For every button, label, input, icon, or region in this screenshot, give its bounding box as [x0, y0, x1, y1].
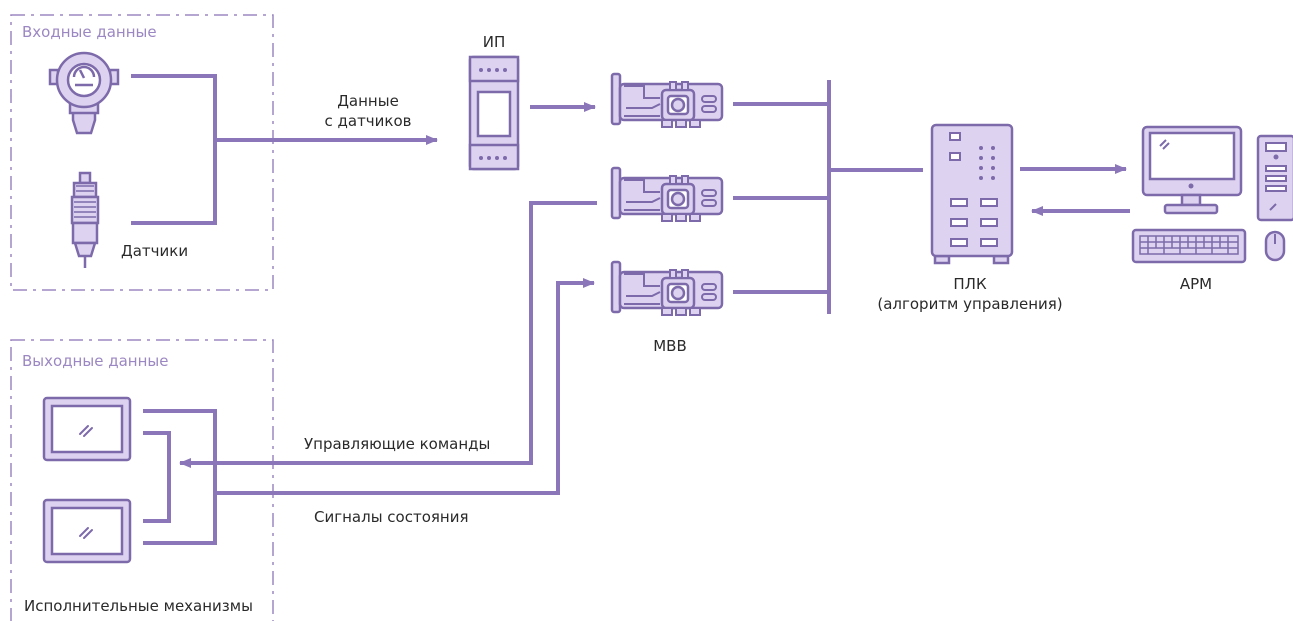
plc-label: ПЛК [953, 275, 987, 293]
io-modules-label: МВВ [653, 337, 687, 355]
actuator-icon-1 [42, 396, 132, 462]
sensor-data-label-line1: Данные [337, 92, 399, 110]
workstation-icon [1131, 125, 1293, 264]
output-group-frame [10, 339, 274, 621]
connections [131, 74, 1130, 545]
sensor-data-label-line2: с датчиков [324, 112, 412, 130]
input-group-frame [10, 14, 274, 291]
io-module-icon-1 [610, 72, 724, 129]
power-supply-label: ИП [482, 33, 506, 51]
power-supply-icon [468, 55, 520, 171]
control-commands-line [179, 201, 597, 468]
plc-sublabel: (алгоритм управления) [877, 295, 1063, 313]
plc-icon [930, 123, 1014, 265]
control-commands-label: Управляющие команды [304, 435, 491, 453]
status-signals-line [143, 283, 594, 545]
actuator-icon-2 [42, 498, 132, 564]
workstation-label: АРМ [1179, 275, 1213, 293]
output-group-title: Выходные данные [22, 352, 169, 370]
sensor-bus-line [131, 74, 437, 225]
sensors-caption: Датчики [121, 242, 189, 260]
actuators-caption: Исполнительные механизмы [24, 597, 253, 615]
status-signals-label: Сигналы состояния [314, 508, 469, 526]
pressure-sensor-icon [48, 51, 120, 135]
io-module-icon-3 [610, 260, 724, 317]
input-group-title: Входные данные [22, 23, 157, 41]
actuator-branch-line [143, 431, 171, 523]
temperature-probe-icon [70, 171, 100, 268]
io-module-icon-2 [610, 166, 724, 223]
